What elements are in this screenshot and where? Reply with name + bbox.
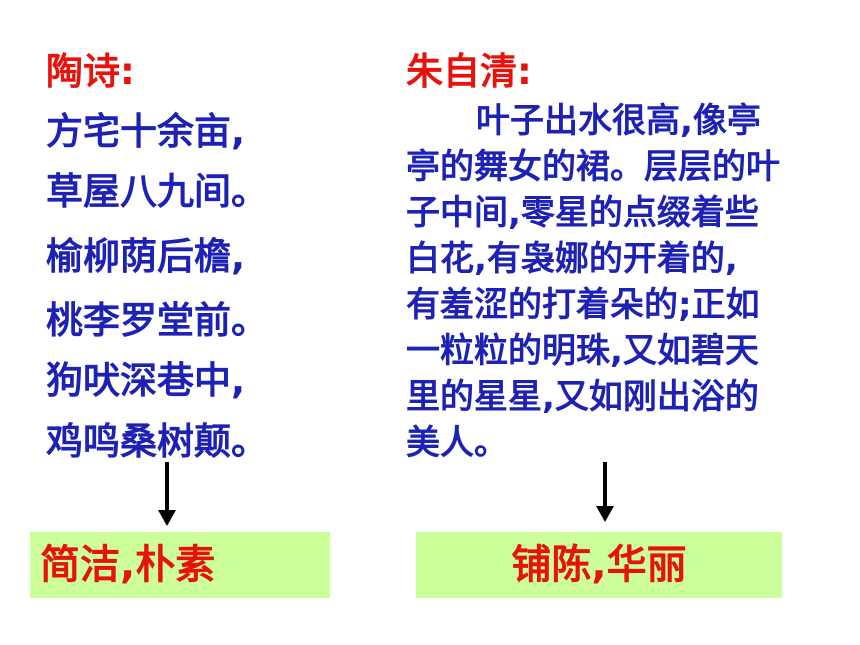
left-summary-box: 简洁,朴素 [30,532,330,598]
poem-line-4: 桃李罗堂前。 [46,299,268,342]
prose-line-8: 美人。 [406,423,508,463]
prose-line-2: 亭的舞女的裙。层层的叶 [406,147,780,187]
prose-line-4: 白花,有袅娜的开着的, [406,239,738,279]
poem-line-1: 方宅十余亩, [46,110,246,153]
arrow-down-icon [596,462,614,522]
prose-line-3: 子中间,零星的点缀着些 [406,193,759,233]
poem-line-5: 狗吠深巷中, [46,359,246,402]
poem-line-2: 草屋八九间。 [46,170,268,213]
prose-paragraph: 叶子出水很高,像亭 亭的舞女的裙。层层的叶 子中间,零星的点缀着些 白花,有袅娜… [406,98,836,466]
prose-line-5: 有羞涩的打着朵的;正如 [406,285,760,325]
prose-line-7: 里的星星,又如刚出浴的 [406,377,759,417]
poem-line-6: 鸡鸣桑树颠。 [46,420,268,463]
left-title: 陶诗: [46,50,135,93]
poem-line-3: 榆柳荫后檐, [46,235,246,278]
right-title: 朱自清: [406,50,532,93]
prose-line-1: 叶子出水很高,像亭 [476,101,761,141]
right-summary-box: 铺陈,华丽 [416,532,782,598]
arrow-down-icon [158,462,176,526]
prose-line-6: 一粒粒的明珠,又如碧天 [406,331,759,371]
